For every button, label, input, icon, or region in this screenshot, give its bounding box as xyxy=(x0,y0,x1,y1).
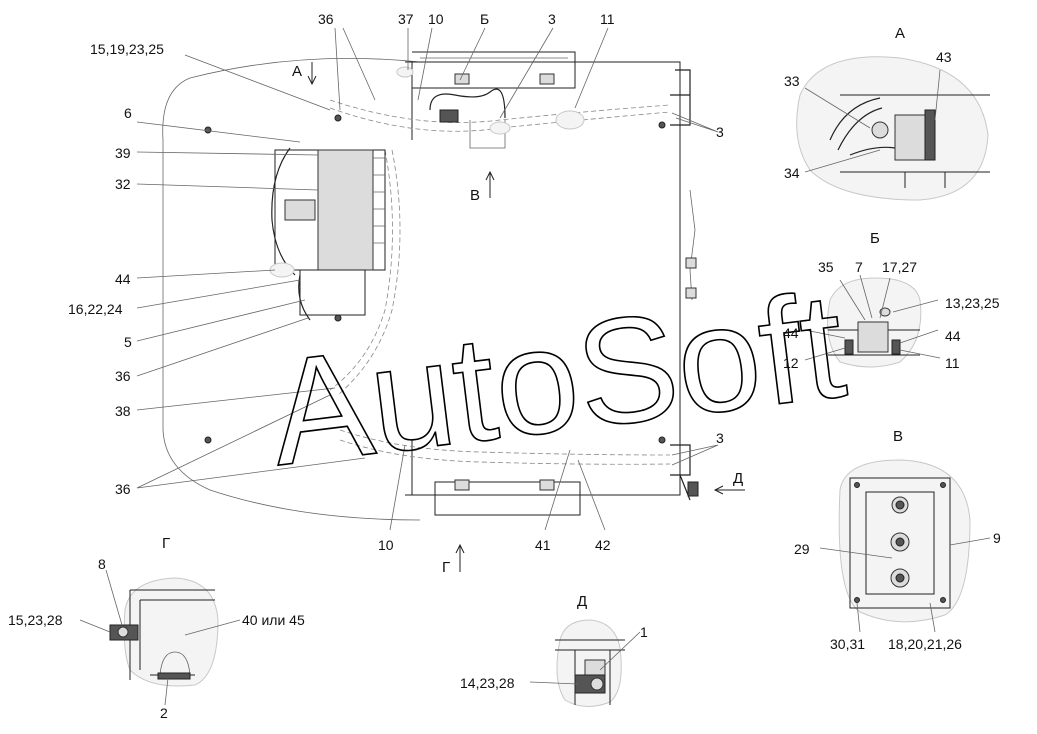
panel-knob-2-center xyxy=(896,538,904,546)
top-connector xyxy=(440,110,458,122)
callout-10-top: 10 xyxy=(428,11,444,27)
callout-36-mid: 36 xyxy=(115,368,131,384)
callout-3-right-bottom: 3 xyxy=(716,430,724,446)
view-arrow-G xyxy=(456,545,464,572)
detail-V xyxy=(820,460,990,632)
view-label-V-detail: В xyxy=(893,428,903,445)
bottom-clip-2 xyxy=(540,480,554,490)
callout-40-or-45: 40 или 45 xyxy=(242,612,305,628)
view-label-A-detail: А xyxy=(895,25,905,42)
detail-A xyxy=(797,57,990,200)
panel-screw-tr xyxy=(941,483,946,488)
callout-B-top: Б xyxy=(480,11,489,27)
callout-8: 8 xyxy=(98,556,106,572)
callout-10-bottom: 10 xyxy=(378,537,394,553)
view-arrow-A xyxy=(308,62,316,84)
callout-44-b-left: 44 xyxy=(783,325,799,341)
callout-14-23-28: 14,23,28 xyxy=(460,675,515,691)
detail-G-base xyxy=(158,673,190,679)
bracket-clip-2 xyxy=(540,74,554,84)
panel-knob-3-center xyxy=(896,574,904,582)
callout-29: 29 xyxy=(794,541,810,557)
bolt-6 xyxy=(659,122,665,128)
hose-top xyxy=(330,100,670,123)
heater-motor xyxy=(285,200,315,220)
callout-38: 38 xyxy=(115,403,131,419)
callout-44-left: 44 xyxy=(115,271,131,287)
callout-44-b-right: 44 xyxy=(945,328,961,344)
callout-42: 42 xyxy=(595,537,611,553)
callout-6: 6 xyxy=(124,105,132,121)
callout-11-b: 11 xyxy=(945,355,960,371)
view-arrow-D xyxy=(715,486,745,494)
detail-A-block xyxy=(895,115,925,160)
callout-2: 2 xyxy=(160,705,168,721)
bolt-3 xyxy=(335,115,341,121)
panel-knob-1-center xyxy=(896,501,904,509)
detail-B-clip-right xyxy=(892,340,900,354)
callout-36-top: 36 xyxy=(318,11,334,27)
callout-5: 5 xyxy=(124,334,132,350)
heater-lower-box xyxy=(300,270,365,315)
top-left-grommet xyxy=(397,67,413,77)
bolt-2 xyxy=(205,437,211,443)
callout-11-top: 11 xyxy=(600,11,615,27)
callout-17-27: 17,27 xyxy=(882,259,917,275)
view-label-B-detail: Б xyxy=(870,230,880,247)
callout-35: 35 xyxy=(818,259,834,275)
view-label-D-detail: Д xyxy=(577,593,587,610)
callout-37: 37 xyxy=(398,11,414,27)
view-label-V-main: В xyxy=(470,187,480,204)
heater-ribs xyxy=(373,158,385,243)
callout-3-right-top: 3 xyxy=(716,124,724,140)
callout-33: 33 xyxy=(784,73,800,89)
callout-39: 39 xyxy=(115,145,131,161)
panel-screw-br xyxy=(941,598,946,603)
detail-G-bolt xyxy=(118,627,128,637)
right-cable-clip-1 xyxy=(686,258,696,268)
callout-41: 41 xyxy=(535,537,551,553)
callout-1: 1 xyxy=(640,624,648,640)
callout-3-top: 3 xyxy=(548,11,556,27)
panel-screw-tl xyxy=(855,483,860,488)
detail-B-connector xyxy=(858,322,888,352)
detail-B-clip-left xyxy=(845,340,853,354)
bolt-1 xyxy=(205,127,211,133)
callout-43: 43 xyxy=(936,49,952,65)
top-bracket-inner xyxy=(420,58,568,148)
view-label-G-detail: Г xyxy=(162,535,170,552)
panel-screw-bl xyxy=(855,598,860,603)
view-label-D-main: Д xyxy=(733,470,743,487)
detail-D xyxy=(530,620,640,707)
view-label-A-main: А xyxy=(292,63,302,80)
callout-16-22-24: 16,22,24 xyxy=(68,301,123,317)
view-label-G-main: Г xyxy=(442,559,450,576)
callout-7: 7 xyxy=(855,259,863,275)
detail-A-flange xyxy=(925,110,935,160)
detail-G xyxy=(80,570,240,705)
top-grommet xyxy=(556,111,584,129)
callout-36-bottom: 36 xyxy=(115,481,131,497)
callout-34: 34 xyxy=(784,165,800,181)
view-arrow-V xyxy=(486,172,494,198)
detail-A-halo xyxy=(797,57,988,200)
bottom-clip-1 xyxy=(455,480,469,490)
detail-A-ring xyxy=(872,122,888,138)
callout-15-19-23-25: 15,19,23,25 xyxy=(90,41,164,57)
callout-18-20-21-26: 18,20,21,26 xyxy=(888,636,962,652)
heater-block xyxy=(318,150,373,270)
callout-12: 12 xyxy=(783,355,799,371)
detail-D-bolt xyxy=(591,678,603,690)
callout-13-23-25: 13,23,25 xyxy=(945,295,1000,311)
watermark: AutoSoft xyxy=(261,260,853,497)
callout-15-23-28: 15,23,28 xyxy=(8,612,63,628)
right-bottom-nut xyxy=(688,482,698,496)
callout-30-31: 30,31 xyxy=(830,636,865,652)
top-hole xyxy=(490,122,510,134)
callout-9: 9 xyxy=(993,530,1001,546)
callout-32: 32 xyxy=(115,176,131,192)
